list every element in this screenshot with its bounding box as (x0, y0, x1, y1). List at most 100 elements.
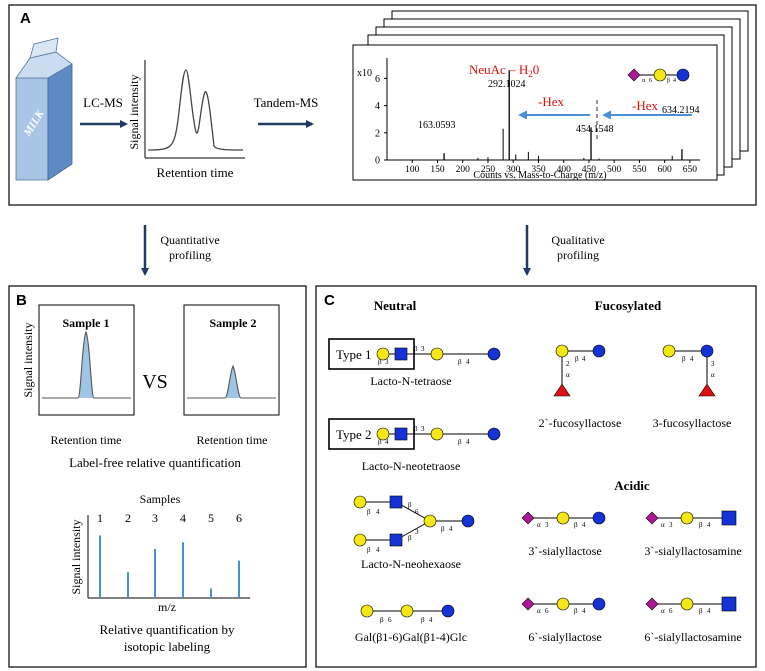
acidic-heading: Acidic (614, 478, 650, 493)
chrom-ylabel: Signal intensity (127, 75, 141, 150)
3fl-name: 3-fucosyllactose (653, 416, 732, 430)
ms-ylabel: Signal intensity (69, 520, 83, 595)
fucosylated-heading: Fucosylated (595, 298, 662, 313)
svg-text:3: 3 (415, 528, 419, 536)
svg-text:4: 4 (582, 355, 586, 363)
lnnh-name: Lacto-N-neohexaose (361, 557, 461, 571)
svg-text:β: β (378, 358, 382, 366)
quantitative-label-2: profiling (169, 248, 211, 262)
spectrum-xlabel: Counts vs. Mass-to-Charge (m/z) (473, 170, 606, 181)
spectrum-x-tick-label: 300 (506, 165, 521, 175)
spectrum-y-tick-label: 0 (375, 156, 380, 167)
tandem-label: Tandem-MS (254, 95, 319, 110)
panel-c-letter: C (324, 292, 335, 309)
svg-text:β: β (441, 525, 445, 533)
hex-label-2: -Hex (632, 98, 658, 113)
svg-text:4: 4 (707, 521, 711, 529)
svg-text:β: β (574, 607, 578, 615)
qualitative-label-2: profiling (557, 248, 599, 262)
svg-text:β: β (408, 534, 412, 542)
svg-text:β: β (667, 78, 670, 84)
svg-text:4: 4 (707, 607, 711, 615)
vs-label: VS (142, 371, 168, 393)
spectrum-front-frame (352, 44, 718, 181)
svg-text:6: 6 (388, 616, 392, 624)
3sl-name: 3`-sialyllactose (528, 544, 601, 558)
glycan-6sl: α 6 β 4 6`-sialyllactose (521, 597, 606, 644)
peak-label-292: 292.1024 (488, 79, 526, 90)
glycan-lnnh: β 4 β 4 β 6 β 3 β 4 Lacto-N-neohexaose (353, 495, 475, 571)
svg-text:β: β (682, 355, 686, 363)
qualitative-label-1: Qualitative (551, 233, 604, 247)
svg-text:β: β (414, 425, 418, 433)
lcms-label: LC-MS (83, 95, 123, 110)
galgal-name: Gal(β1-6)Gal(β1-4)Glc (355, 630, 467, 644)
panel-b-letter: B (16, 292, 27, 309)
svg-text:4: 4 (690, 355, 694, 363)
svg-text:β: β (421, 616, 425, 624)
svg-text:4: 4 (582, 607, 586, 615)
svg-text:6: 6 (415, 508, 419, 516)
sample-number-label: 6 (236, 511, 242, 525)
svg-text:4: 4 (673, 78, 676, 84)
svg-text:4: 4 (466, 438, 470, 446)
panel-a-frame (8, 4, 757, 206)
type2-label: Type 2 (336, 427, 372, 442)
sample1-xlabel: Retention time (51, 433, 122, 447)
svg-text:3: 3 (711, 360, 715, 368)
svg-text:2: 2 (566, 360, 570, 368)
svg-text:3: 3 (421, 425, 425, 433)
neutral-heading: Neutral (374, 298, 417, 313)
sample-number-label: 4 (180, 511, 186, 525)
svg-text:6: 6 (669, 607, 673, 615)
svg-text:4: 4 (449, 525, 453, 533)
spectrum-y-tick-label: 2 (375, 128, 380, 139)
svg-text:α: α (566, 371, 570, 379)
svg-text:β: β (575, 355, 579, 363)
glycan-3sln: α 3 β 4 3`-sialyllactosamine (644, 510, 742, 558)
milk-carton-icon: MILK (15, 37, 73, 181)
svg-text:α: α (661, 607, 665, 615)
svg-text:4: 4 (466, 358, 470, 366)
svg-text:4: 4 (385, 438, 389, 446)
label-free-caption: Label-free relative quantification (69, 455, 241, 470)
svg-text:α: α (711, 371, 715, 379)
spectrum-x-tick-label: 350 (531, 165, 546, 175)
samples-title: Samples (140, 492, 181, 506)
sample-number-label: 5 (208, 511, 214, 525)
svg-text:4: 4 (429, 616, 433, 624)
svg-text:3: 3 (385, 358, 389, 366)
svg-text:3: 3 (421, 345, 425, 353)
sample-number-label: 2 (125, 511, 131, 525)
sample2-xlabel: Retention time (197, 433, 268, 447)
spectrum-x-tick-label: 550 (632, 165, 647, 175)
svg-text:α: α (537, 521, 541, 529)
sample-number-label: 3 (152, 511, 158, 525)
panel-c-frame (315, 285, 757, 668)
peak-label-163: 163.0593 (418, 120, 456, 131)
spectrum-y-tick-label: 6 (375, 74, 380, 85)
svg-text:β: β (380, 616, 384, 624)
svg-text:4: 4 (582, 521, 586, 529)
svg-text:β: β (574, 521, 578, 529)
isotopic-caption-1: Relative quantification by (99, 622, 235, 637)
spectrum-y-multiplier: x10 (357, 68, 372, 79)
glycan-galgal: β 6 β 4 Gal(β1-6)Gal(β1-4)Glc (355, 604, 467, 644)
spectrum-x-tick-label: 100 (405, 165, 420, 175)
spectrum-x-tick-label: 650 (683, 165, 698, 175)
chromatogram: Signal intensity Retention time (127, 60, 245, 180)
sample1-ylabel: Signal intensity (21, 323, 35, 398)
svg-text:β: β (378, 438, 382, 446)
panel-b-frame (8, 285, 307, 668)
6sl-name: 6`-sialyllactose (528, 630, 601, 644)
sample2-chromatogram: Sample 2 Retention time (183, 304, 280, 447)
spectrum-x-tick-label: 600 (658, 165, 673, 175)
spectrum-x-tick-label: 400 (557, 165, 572, 175)
spectrum-stack (352, 10, 749, 181)
svg-text:3: 3 (669, 521, 673, 529)
chrom-xlabel: Retention time (157, 165, 234, 180)
isotopic-ms-plot: Samples Signal intensity m/z (69, 492, 250, 614)
spectrum-x-tick-label: 150 (430, 165, 445, 175)
quantitative-label-1: Quantitative (160, 233, 219, 247)
